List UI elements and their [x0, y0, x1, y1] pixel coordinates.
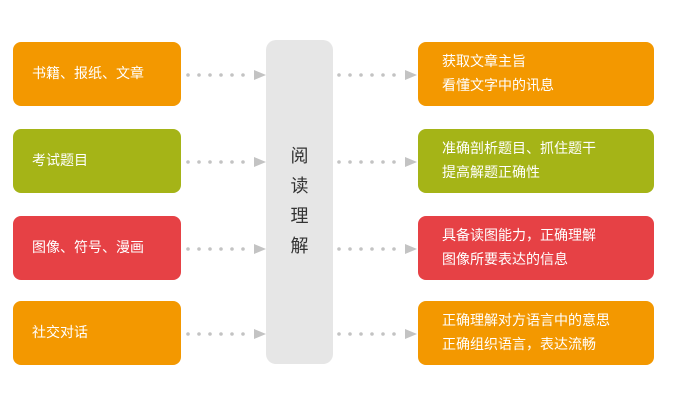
connector-dot — [197, 332, 201, 336]
center-pillar-reading-comprehension: 阅 读 理 解 — [266, 40, 333, 364]
outcome-line: 具备读图能力，正确理解 — [442, 228, 596, 244]
connector-dot — [208, 73, 212, 77]
connector-dot — [186, 247, 190, 251]
connector-dot — [370, 73, 374, 77]
connector-dot — [230, 247, 234, 251]
arrowhead-icon — [254, 70, 266, 80]
connector-dot — [359, 247, 363, 251]
connector-arrow — [337, 70, 417, 80]
outcome-box-main-idea: 获取文章主旨 看懂文字中的讯息 — [418, 42, 654, 106]
connector-dot — [186, 332, 190, 336]
connector-dot — [359, 73, 363, 77]
outcome-line: 提高解题正确性 — [442, 165, 540, 181]
connector-dot — [337, 332, 341, 336]
connector-dot — [359, 332, 363, 336]
outcome-line: 正确组织语言，表达流畅 — [442, 337, 596, 353]
connector-dot — [230, 160, 234, 164]
arrowhead-icon — [254, 157, 266, 167]
outcome-line: 看懂文字中的讯息 — [442, 78, 554, 94]
connector-arrow — [337, 244, 417, 254]
arrowhead-icon — [254, 329, 266, 339]
connector-dot — [348, 332, 352, 336]
connector-dot — [186, 73, 190, 77]
arrowhead-icon — [254, 244, 266, 254]
outcome-line: 正确理解对方语言中的意思 — [442, 313, 610, 329]
center-char: 理 — [290, 206, 309, 227]
connector-dot — [348, 160, 352, 164]
connector-dot — [381, 160, 385, 164]
connector-dot — [392, 247, 396, 251]
source-label: 书籍、报纸、文章 — [32, 66, 144, 82]
connector-dot — [392, 332, 396, 336]
connector-dot — [241, 160, 245, 164]
connector-dot — [197, 247, 201, 251]
connector-dot — [219, 247, 223, 251]
center-char: 读 — [290, 176, 309, 197]
outcome-box-communication: 正确理解对方语言中的意思 正确组织语言，表达流畅 — [418, 301, 654, 365]
connector-dot — [219, 332, 223, 336]
connector-dot — [392, 160, 396, 164]
center-char: 阅 — [290, 146, 309, 167]
connector-arrow — [337, 329, 417, 339]
center-char: 解 — [290, 236, 309, 257]
source-box-conversation: 社交对话 — [13, 301, 181, 365]
connector-dot — [370, 332, 374, 336]
source-label: 考试题目 — [32, 153, 88, 169]
outcome-box-analysis: 准确剖析题目、抓住题干 提高解题正确性 — [418, 129, 654, 193]
arrowhead-icon — [405, 329, 417, 339]
connector-dot — [219, 160, 223, 164]
connector-dot — [348, 73, 352, 77]
connector-arrow — [186, 157, 266, 167]
connector-dot — [197, 160, 201, 164]
connector-dot — [219, 73, 223, 77]
arrowhead-icon — [405, 70, 417, 80]
connector-dot — [348, 247, 352, 251]
source-box-images: 图像、符号、漫画 — [13, 216, 181, 280]
outcome-box-image-reading: 具备读图能力，正确理解 图像所要表达的信息 — [418, 216, 654, 280]
connector-dot — [230, 73, 234, 77]
connector-dot — [381, 73, 385, 77]
outcome-line: 图像所要表达的信息 — [442, 252, 568, 268]
outcome-line: 获取文章主旨 — [442, 54, 526, 70]
outcome-line: 准确剖析题目、抓住题干 — [442, 141, 596, 157]
connector-dot — [381, 332, 385, 336]
source-box-exam: 考试题目 — [13, 129, 181, 193]
connector-dot — [359, 160, 363, 164]
connector-dot — [337, 160, 341, 164]
connector-dot — [381, 247, 385, 251]
connector-dot — [197, 73, 201, 77]
connector-dot — [241, 73, 245, 77]
connector-dot — [337, 247, 341, 251]
connector-dot — [241, 247, 245, 251]
connector-dot — [241, 332, 245, 336]
source-box-books: 书籍、报纸、文章 — [13, 42, 181, 106]
connector-dot — [208, 247, 212, 251]
source-label: 图像、符号、漫画 — [32, 240, 144, 256]
connector-dot — [230, 332, 234, 336]
arrowhead-icon — [405, 244, 417, 254]
connector-dot — [370, 247, 374, 251]
connector-dot — [208, 332, 212, 336]
connector-dot — [208, 160, 212, 164]
connector-dot — [337, 73, 341, 77]
connector-dot — [370, 160, 374, 164]
source-label: 社交对话 — [32, 325, 88, 341]
connector-dot — [392, 73, 396, 77]
connector-arrow — [337, 157, 417, 167]
connector-arrow — [186, 329, 266, 339]
arrowhead-icon — [405, 157, 417, 167]
connector-arrow — [186, 244, 266, 254]
connector-dot — [186, 160, 190, 164]
connector-arrow — [186, 70, 266, 80]
